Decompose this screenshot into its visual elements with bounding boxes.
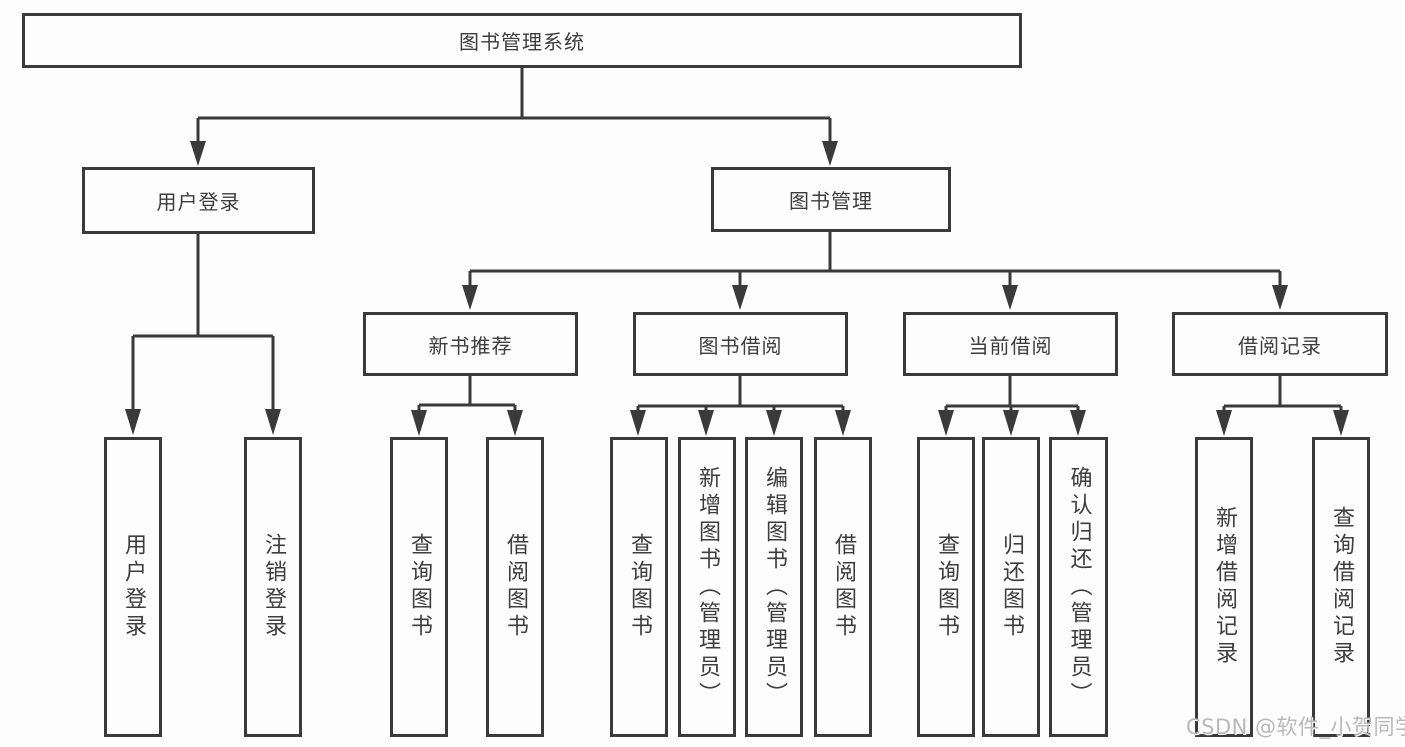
leaf-add-borrow-record: 新增借阅记录 — [1195, 437, 1253, 737]
leaf-query-books-current: 查询图书 — [917, 437, 975, 737]
root-node-label: 图书管理系统 — [459, 30, 585, 54]
leaf-query-books-recommend-label: 查询图书 — [407, 533, 432, 641]
node-borrowing-records-label: 借阅记录 — [1238, 333, 1322, 358]
node-current-borrowing-label: 当前借阅 — [968, 333, 1053, 358]
leaf-add-books-admin: 新增图书（管理员） — [678, 437, 736, 737]
leaf-query-borrow-record-label: 查询借阅记录 — [1329, 506, 1354, 668]
leaf-borrow-books-recommend: 借阅图书 — [486, 437, 544, 737]
leaf-query-books-current-label: 查询图书 — [934, 533, 959, 641]
node-user-login: 用户登录 — [82, 167, 315, 234]
leaf-edit-books-admin-label: 编辑图书（管理员） — [762, 465, 787, 709]
leaf-confirm-return-admin-label: 确认归还（管理员） — [1066, 465, 1092, 709]
connector-arrowheads — [125, 141, 1349, 436]
node-current-borrowing: 当前借阅 — [903, 312, 1118, 376]
leaf-user-login-label: 用户登录 — [121, 533, 146, 641]
node-book-management: 图书管理 — [711, 167, 951, 232]
leaf-return-books: 归还图书 — [982, 437, 1040, 737]
leaf-logout-label: 注销登录 — [261, 533, 286, 641]
leaf-borrow-books-borrowing-label: 借阅图书 — [831, 533, 856, 641]
node-book-borrowing: 图书借阅 — [633, 312, 848, 376]
node-borrowing-records: 借阅记录 — [1172, 312, 1388, 376]
leaf-confirm-return-admin: 确认归还（管理员） — [1049, 437, 1108, 737]
leaf-edit-books-admin: 编辑图书（管理员） — [745, 437, 803, 737]
csdn-watermark: CSDN @软件_小贺同学 — [1186, 715, 1405, 739]
node-book-management-label: 图书管理 — [789, 189, 873, 213]
leaf-query-borrow-record: 查询借阅记录 — [1312, 437, 1370, 737]
leaf-add-books-admin-label: 新增图书（管理员） — [695, 465, 720, 709]
root-node-library-management-system: 图书管理系统 — [22, 13, 1022, 68]
leaf-query-books-borrowing-label: 查询图书 — [627, 533, 652, 641]
node-book-borrowing-label: 图书借阅 — [698, 333, 783, 358]
leaf-user-login: 用户登录 — [104, 437, 162, 737]
leaf-borrow-books-recommend-label: 借阅图书 — [503, 533, 528, 641]
leaf-query-books-borrowing: 查询图书 — [610, 437, 668, 737]
leaf-logout: 注销登录 — [244, 437, 302, 737]
node-user-login-label: 用户登录 — [156, 190, 241, 214]
node-new-book-recommend: 新书推荐 — [363, 312, 578, 376]
leaf-return-books-label: 归还图书 — [999, 533, 1024, 641]
leaf-add-borrow-record-label: 新增借阅记录 — [1212, 506, 1237, 668]
node-new-book-recommend-label: 新书推荐 — [428, 333, 513, 358]
leaf-borrow-books-borrowing: 借阅图书 — [814, 437, 872, 737]
leaf-query-books-recommend: 查询图书 — [390, 437, 448, 737]
